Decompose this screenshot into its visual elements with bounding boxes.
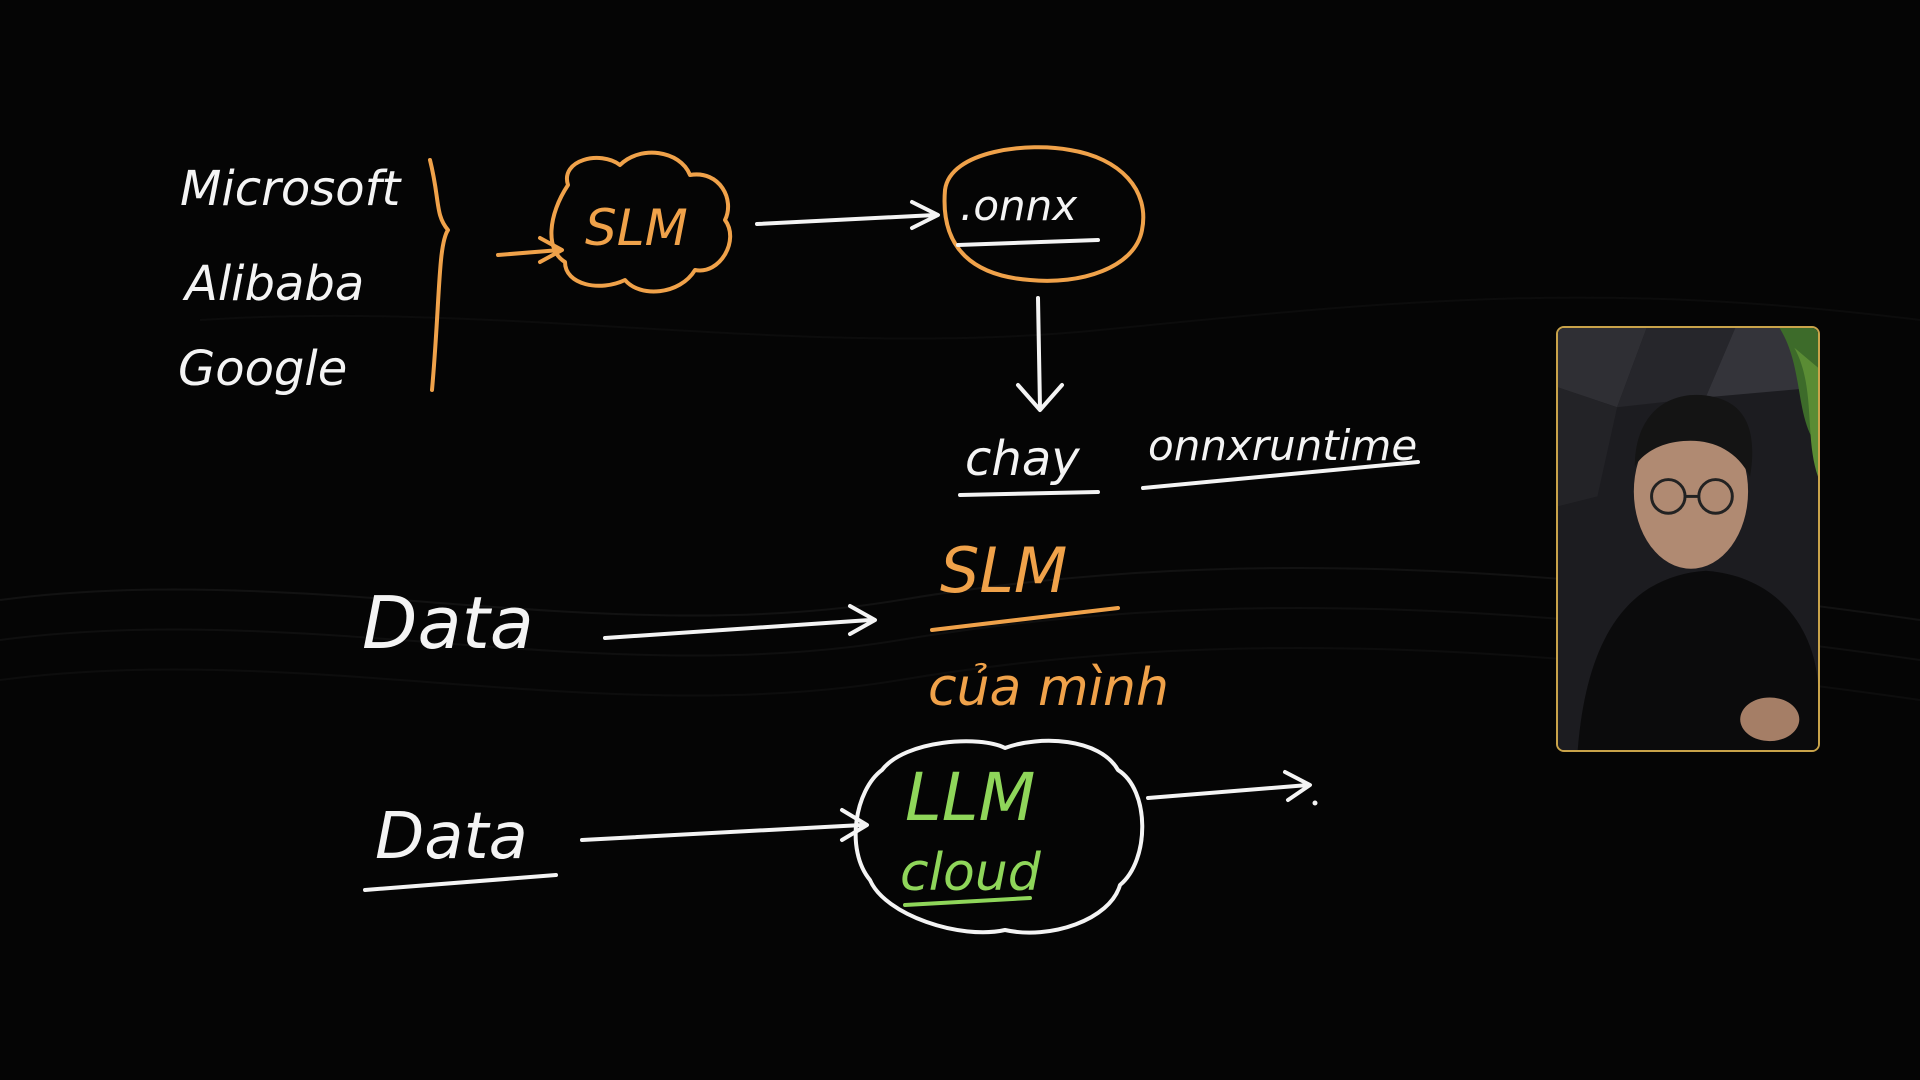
onnx-circle-shape: [942, 145, 1146, 283]
sources-brace: [428, 158, 450, 392]
cloud-underline: [903, 896, 1032, 907]
arrow-data-to-llm: [580, 808, 869, 842]
arrow-slm-to-onnx: [755, 200, 940, 230]
presenter-webcam: [1556, 326, 1820, 752]
person-webcam-icon: [1558, 328, 1818, 750]
runtime-underline: [1141, 460, 1420, 490]
arrow-onnx-down: [1016, 296, 1064, 412]
arrow-data-to-slm: [603, 604, 877, 640]
slm-cloud-shape: [549, 150, 733, 294]
onnx-label: .onnx: [960, 181, 1078, 230]
slm-note-label: của mình: [928, 658, 1169, 718]
source-microsoft: Microsoft: [180, 161, 403, 217]
source-google: Google: [178, 341, 347, 397]
slm-top-label: SLM: [585, 199, 688, 257]
runtime-label: onnxruntime: [1148, 421, 1417, 470]
source-alibaba: Alibaba: [182, 256, 364, 312]
data-label-2: Data: [375, 800, 528, 874]
chay-underline: [958, 490, 1100, 497]
slm-mid-label: SLM: [940, 534, 1067, 607]
arrow-llm-out: [1146, 770, 1312, 802]
llm-cloud-shape: [853, 738, 1145, 935]
llm-label: LLM: [905, 759, 1036, 836]
onnx-underline: [956, 238, 1100, 247]
arrow-to-slm: [496, 236, 564, 264]
data-label-1: Data: [362, 581, 534, 665]
cloud-label: cloud: [900, 843, 1042, 903]
data-2-underline: [363, 873, 558, 892]
trailing-dot: [1312, 800, 1318, 806]
slm-mid-underline: [930, 606, 1120, 632]
chay-label: chay: [965, 431, 1080, 487]
